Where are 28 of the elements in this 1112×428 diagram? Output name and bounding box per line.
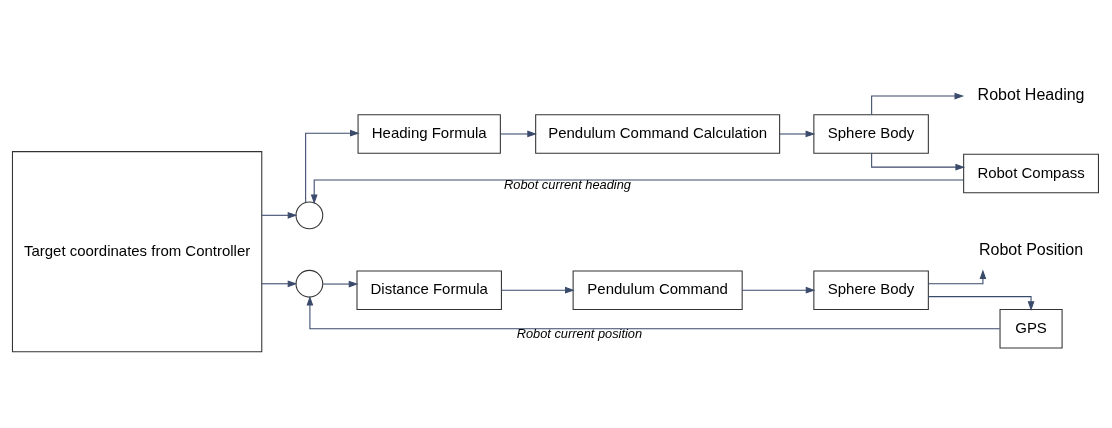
arrow xyxy=(306,295,1001,329)
arrow xyxy=(871,92,965,115)
arrow xyxy=(500,130,537,137)
edge-label: Robot current position xyxy=(516,325,643,341)
node-box: GPS xyxy=(999,308,1063,348)
node-box: Target coordinates from Controller xyxy=(11,150,263,352)
node-box: Pendulum Command xyxy=(572,269,743,310)
arrow xyxy=(928,268,987,284)
node-box: Distance Formula xyxy=(356,269,502,310)
arrow xyxy=(741,286,816,294)
node-box: Robot Compass xyxy=(963,153,1099,193)
node-box: Heading Formula xyxy=(357,113,501,154)
node-box: Sphere Body xyxy=(813,113,929,154)
arrow xyxy=(779,130,816,137)
node-box: Sphere Body xyxy=(813,269,929,310)
node-circle xyxy=(295,200,324,229)
arrow xyxy=(305,129,360,203)
node-text: Robot Position xyxy=(978,239,1084,258)
arrow xyxy=(310,178,965,204)
arrow xyxy=(322,280,359,287)
arrow xyxy=(261,279,298,287)
node-circle xyxy=(295,269,324,298)
arrow xyxy=(261,211,298,219)
arrow xyxy=(500,286,575,294)
edge-label: Robot current heading xyxy=(504,176,631,192)
node-box: Pendulum Command Calculation xyxy=(535,113,781,154)
node-text: Robot Heading xyxy=(977,84,1085,103)
arrow xyxy=(927,295,1035,311)
